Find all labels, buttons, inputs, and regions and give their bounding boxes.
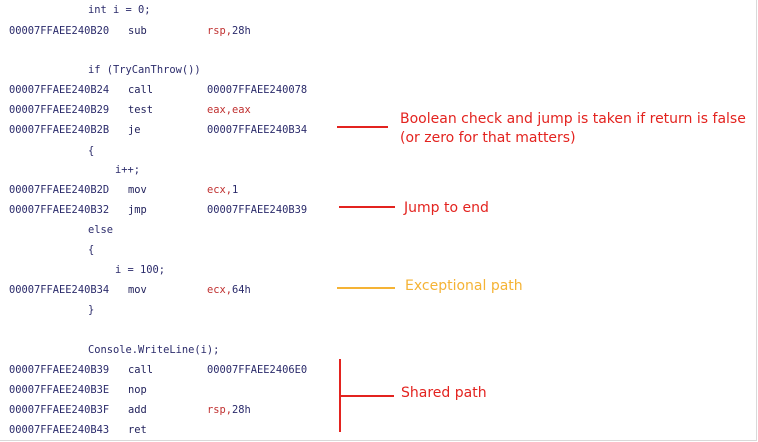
asm-address: 00007FFAEE240B29 [9,104,110,116]
asm-mnemonic: ret [128,424,147,436]
source-line: i++; [115,164,141,176]
shared-path-pointer-line [339,395,394,397]
asm-operand: 00007FFAEE240B34 [207,124,308,136]
asm-operand: rsp,28h [207,404,251,416]
asm-mnemonic: jmp [128,204,147,216]
asm-mnemonic: call [128,364,154,376]
asm-mnemonic: je [128,124,141,136]
annotation-exceptional-path: Exceptional path [405,278,523,294]
asm-address: 00007FFAEE240B32 [9,204,110,216]
asm-operand-value: 64h [232,284,251,296]
asm-address: 00007FFAEE240B20 [9,25,110,37]
asm-operand: eax,eax [207,104,251,116]
asm-operand-value: 28h [232,404,251,416]
asm-operand: 00007FFAEE240B39 [207,204,308,216]
asm-mnemonic: test [128,104,154,116]
source-line: { [88,145,95,157]
asm-address: 00007FFAEE240B24 [9,84,110,96]
asm-mnemonic: nop [128,384,147,396]
asm-mnemonic: add [128,404,147,416]
exceptional-path-pointer-line [337,287,395,289]
asm-address: 00007FFAEE240B2B [9,124,110,136]
asm-mnemonic: sub [128,25,147,37]
source-line: { [88,244,95,256]
asm-operand: 00007FFAEE2406E0 [207,364,308,376]
asm-operand-value: 28h [232,25,251,37]
boolean-check-pointer-line [337,126,388,128]
annotation-shared-path: Shared path [401,385,487,401]
asm-operand-value: 1 [232,184,239,196]
asm-mnemonic: mov [128,284,147,296]
annotation-jump-to-end: Jump to end [404,200,489,216]
asm-address: 00007FFAEE240B34 [9,284,110,296]
source-line: i = 100; [115,264,166,276]
asm-address: 00007FFAEE240B3E [9,384,110,396]
asm-operand: rsp,28h [207,25,251,37]
source-line: int i = 0; [88,4,151,16]
annotation-boolean-check: Boolean check and jump is taken if retur… [400,111,746,146]
asm-mnemonic: call [128,84,154,96]
source-line: else [88,224,114,236]
asm-operand: 00007FFAEE240078 [207,84,308,96]
asm-address: 00007FFAEE240B43 [9,424,110,436]
source-line: Console.WriteLine(i); [88,344,220,356]
jump-to-end-pointer-line [339,206,395,208]
asm-address: 00007FFAEE240B2D [9,184,110,196]
asm-operand: ecx,64h [207,284,251,296]
source-line: } [88,304,95,316]
source-line: if (TryCanThrow()) [88,64,201,76]
asm-address: 00007FFAEE240B3F [9,404,110,416]
asm-operand: ecx,1 [207,184,239,196]
asm-mnemonic: mov [128,184,147,196]
asm-address: 00007FFAEE240B39 [9,364,110,376]
